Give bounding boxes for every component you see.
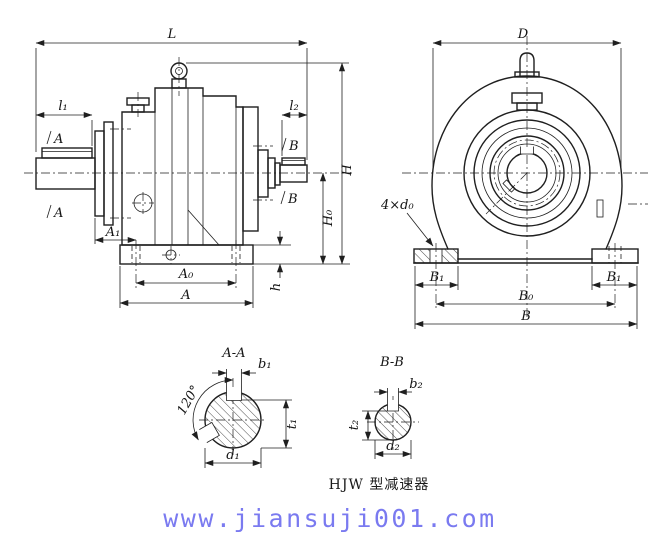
section-bb: B-B b₂ t₂ d₂ [347, 355, 423, 459]
dim-h: h [269, 283, 284, 291]
dim-H0: H₀ [321, 209, 336, 227]
cover-screw [502, 179, 516, 193]
drawing-caption: HJW 型减速器 [329, 477, 430, 493]
section-marks: A A B B [46, 130, 299, 221]
section-mark-b-top: B [288, 139, 299, 154]
section-aa: A-A 120° b₁ t₁ d₁ [175, 346, 300, 468]
top-knob-icon [511, 52, 543, 111]
dim-angle-120: 120° [175, 383, 204, 418]
input-bearing-cover [94, 121, 131, 226]
left-view-dimensions: L l₁ l₂ A₁ A₀ A h [35, 27, 355, 308]
right-view-dimensions: D 4×d₀ B₁ B₁ B₀ B [380, 27, 638, 329]
dim-B1-left: B₁ [429, 270, 445, 285]
bearing-circles [463, 109, 591, 237]
housing-dome [431, 75, 623, 250]
dim-D: D [517, 27, 529, 42]
output-shaft [279, 157, 308, 183]
dim-l2: l₂ [289, 99, 298, 114]
dim-A: A [180, 288, 190, 303]
dim-d2: d₂ [386, 439, 400, 454]
input-shaft [35, 147, 96, 190]
dim-B: B [520, 309, 531, 324]
eyebolt-icon [170, 57, 188, 96]
side-lug [596, 199, 604, 218]
dim-B1-right: B₁ [606, 270, 622, 285]
dim-L: L [167, 27, 177, 42]
right-view: D 4×d₀ B₁ B₁ B₀ B [380, 27, 648, 329]
left-view: A A B B L l₁ l₂ A₁ [24, 27, 355, 308]
section-mark-b-bottom: B [287, 192, 298, 207]
bolt-circle [493, 139, 561, 207]
dim-t2: t₂ [347, 420, 362, 430]
output-bearing-cover [242, 106, 281, 232]
foundation-feet [413, 246, 639, 264]
section-bb-title: B-B [379, 355, 404, 370]
oil-level-line [187, 209, 220, 246]
dim-t1: t₁ [285, 419, 300, 429]
label-bolt-holes: 4×d₀ [380, 198, 414, 213]
section-aa-title: A-A [221, 346, 245, 361]
dim-A0: A₀ [178, 267, 194, 282]
dim-A1: A₁ [105, 225, 121, 240]
section-mark-a-bottom: A [53, 206, 63, 221]
dim-l1: l₁ [58, 99, 67, 114]
section-mark-a-top: A [53, 132, 63, 147]
dim-H: H [340, 164, 355, 177]
watermark-url: www.jiansuji001.com [163, 504, 496, 533]
dim-b1: b₁ [258, 357, 272, 372]
dim-b2: b₂ [409, 377, 423, 392]
breather-plug-icon [126, 92, 150, 117]
dim-d1: d₁ [226, 448, 240, 463]
dim-B0: B₀ [518, 289, 535, 304]
